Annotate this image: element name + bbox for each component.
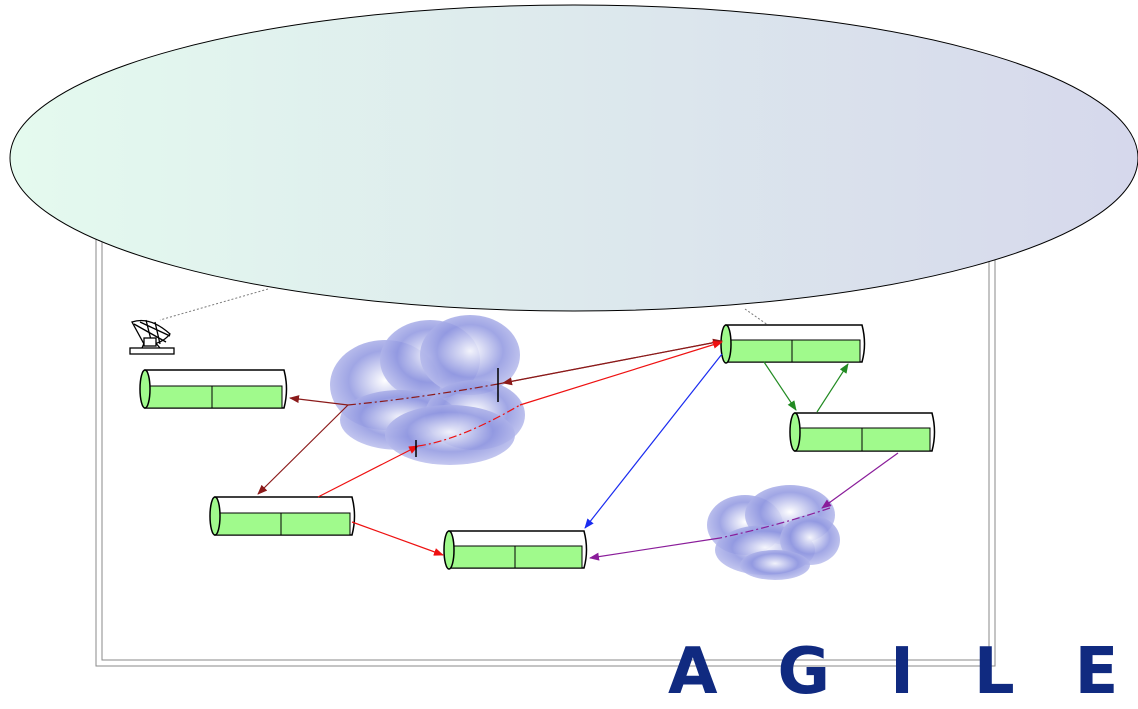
node-cylinder (139, 369, 288, 409)
connector-lines (159, 288, 776, 331)
cloud-ellipse (9, 4, 1138, 312)
link-darkred (289, 395, 349, 406)
node-cylinder (209, 496, 356, 536)
cloud-icon (330, 315, 525, 465)
link-red (351, 521, 444, 556)
link-darkred (257, 404, 349, 495)
link-red (317, 445, 419, 498)
link-darkred (347, 383, 499, 406)
link-blue (584, 353, 723, 529)
brand-logo-text: AGILE (668, 635, 1138, 709)
link-green (763, 361, 797, 411)
node-cylinder (443, 530, 588, 570)
link-purple (589, 537, 721, 561)
link-red (519, 340, 723, 406)
node-cylinder (720, 324, 866, 364)
link-red (417, 404, 521, 447)
link-darkred (502, 340, 723, 386)
links (257, 338, 899, 561)
node-cylinder (789, 412, 936, 452)
satellite-dish-icon (129, 319, 175, 355)
link-purple (821, 452, 899, 509)
link-purple (719, 507, 831, 539)
cloud-icon (707, 485, 840, 580)
link-green (816, 363, 849, 413)
